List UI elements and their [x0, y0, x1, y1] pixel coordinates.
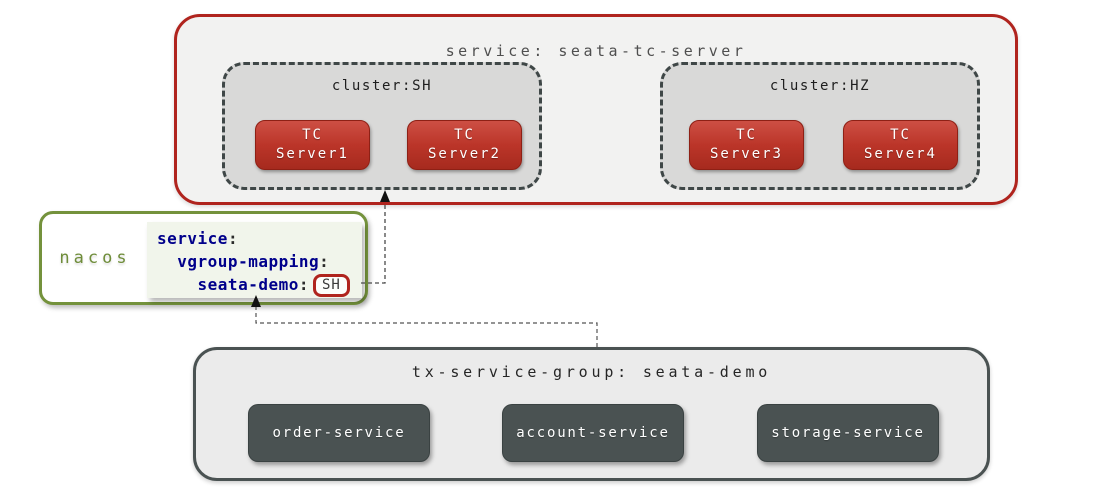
yaml-colon: : [319, 252, 330, 271]
account-service-node: account-service [502, 404, 684, 462]
cluster-hz-title: cluster:HZ [769, 78, 871, 94]
cluster-sh-title: cluster:SH [331, 78, 433, 94]
yaml-indent [157, 275, 198, 294]
yaml-key-vgroup-mapping: vgroup-mapping [177, 252, 320, 271]
tc-server2-line2: Server2 [427, 146, 501, 162]
tc-server1-line1: TC [302, 127, 323, 143]
yaml-indent [157, 252, 177, 271]
cluster-value-chip: SH [313, 274, 350, 297]
nacos-yaml-config: service: vgroup-mapping: seata-demo:SH [147, 222, 362, 298]
nacos-box: nacos service: vgroup-mapping: seata-dem… [39, 211, 368, 305]
yaml-line-service: service: [157, 227, 362, 250]
tc-server2-node: TC Server2 [407, 120, 522, 170]
tc-server-group-box: service: seata-tc-server cluster:SH TC S… [174, 14, 1018, 205]
yaml-colon: : [227, 229, 239, 248]
tx-service-group-box: tx-service-group: seata-demo order-servi… [193, 347, 990, 481]
tc-server-group-title: service: seata-tc-server [445, 42, 747, 60]
order-service-node: order-service [248, 404, 430, 462]
arrow-txgroup-to-nacos-line [255, 306, 598, 347]
order-service-label: order-service [272, 425, 406, 441]
storage-service-label: storage-service [771, 425, 925, 441]
account-service-label: account-service [516, 425, 670, 441]
yaml-colon: : [298, 275, 309, 294]
tc-server3-node: TC Server3 [689, 120, 804, 170]
tc-server2-line1: TC [454, 127, 475, 143]
yaml-key-service: service [157, 229, 228, 248]
tc-server3-line2: Server3 [709, 146, 783, 162]
yaml-line-seata-demo: seata-demo:SH [157, 273, 362, 297]
tc-server1-line2: Server1 [275, 146, 349, 162]
nacos-label: nacos [59, 248, 131, 268]
tx-service-group-title: tx-service-group: seata-demo [411, 363, 772, 381]
storage-service-node: storage-service [757, 404, 939, 462]
tc-server1-node: TC Server1 [255, 120, 370, 170]
tc-server3-line1: TC [736, 127, 757, 143]
tc-server4-line2: Server4 [863, 146, 937, 162]
cluster-sh-box: cluster:SH TC Server1 TC Server2 [222, 62, 542, 190]
yaml-line-vgroup-mapping: vgroup-mapping: [157, 250, 362, 273]
tc-server4-node: TC Server4 [843, 120, 958, 170]
cluster-hz-box: cluster:HZ TC Server3 TC Server4 [660, 62, 980, 190]
yaml-key-seata-demo: seata-demo [197, 275, 299, 294]
tc-server4-line1: TC [890, 127, 911, 143]
